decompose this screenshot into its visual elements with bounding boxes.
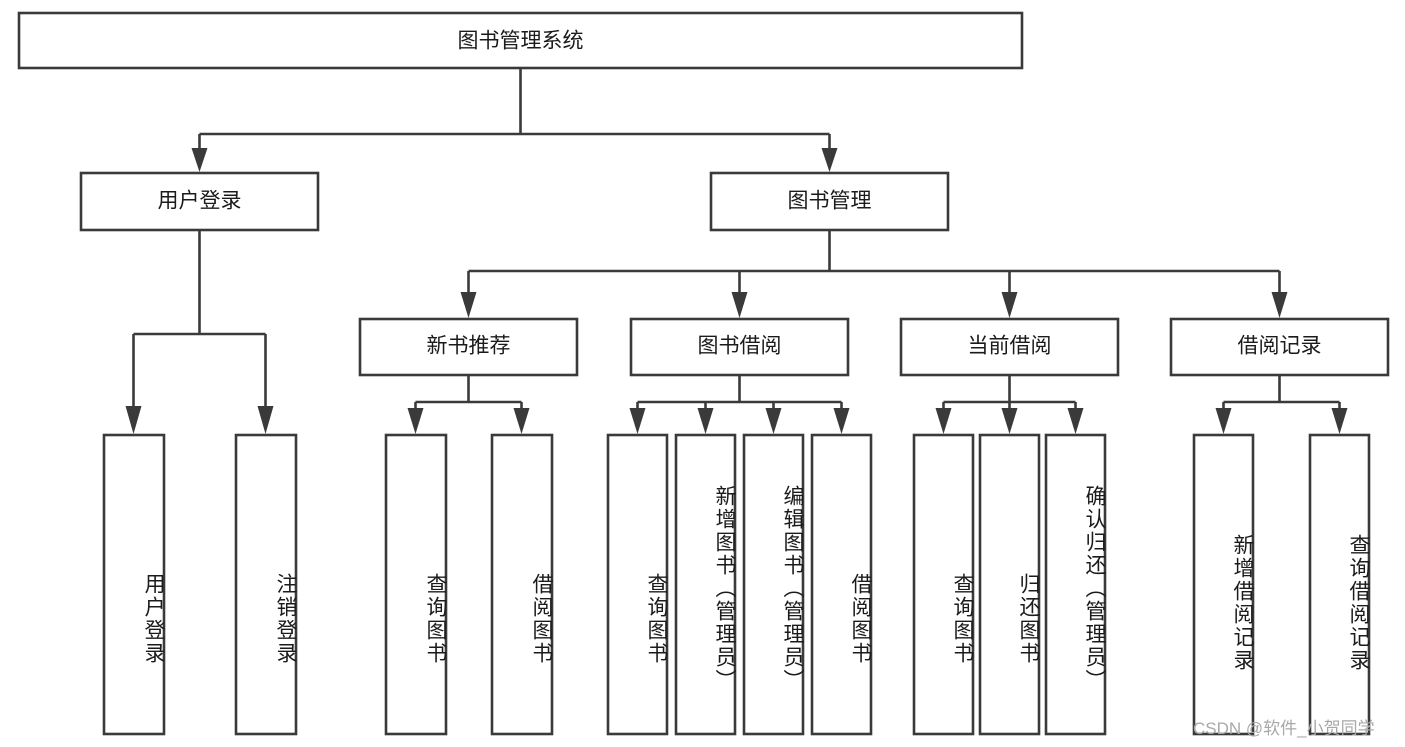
arrowhead-leaf-currentborrow-3 <box>1067 408 1084 434</box>
arrowhead-leaf-userlogin-2 <box>257 406 274 434</box>
node-borrow-record-label: 借阅记录 <box>1238 335 1322 358</box>
arrowhead-leaf-currentborrow-1 <box>935 408 952 434</box>
leaf-user-login-logout[interactable] <box>234 433 298 736</box>
arrowhead-borrow-record <box>1271 292 1288 318</box>
node-user-login[interactable] <box>79 171 320 232</box>
node-root-book-management-system[interactable] <box>17 11 1024 70</box>
leaf-user-login-login[interactable] <box>102 433 166 736</box>
leaf-borrow-record-add[interactable] <box>1192 433 1255 736</box>
arrowhead-leaf-bookborrow-4 <box>833 408 850 434</box>
arrowhead-leaf-newbook-1 <box>407 408 424 434</box>
arrowhead-leaf-bookborrow-1 <box>629 408 646 434</box>
node-root-label: 图书管理系统 <box>458 30 584 53</box>
leaf-current-borrow-confirm[interactable] <box>1044 433 1107 736</box>
leaf-book-borrow-edit[interactable] <box>742 433 805 736</box>
arrowhead-leaf-newbook-2 <box>513 408 530 434</box>
node-current-borrow[interactable] <box>899 317 1120 377</box>
leaf-borrow-record-query[interactable] <box>1308 433 1371 736</box>
node-user-login-label: 用户登录 <box>158 190 242 213</box>
node-new-book-recommend[interactable] <box>358 317 579 377</box>
connector-layer <box>125 68 1348 434</box>
node-book-management[interactable] <box>709 171 950 232</box>
arrowhead-book-borrow <box>731 292 748 318</box>
arrowhead-leaf-currentborrow-2 <box>1001 408 1018 434</box>
node-book-management-label: 图书管理 <box>788 190 872 213</box>
leaf-new-book-borrow[interactable] <box>490 433 554 736</box>
leaf-book-borrow-query[interactable] <box>606 433 669 736</box>
node-borrow-record[interactable] <box>1169 317 1390 377</box>
leaf-current-borrow-query[interactable] <box>912 433 975 736</box>
node-new-book-recommend-label: 新书推荐 <box>427 335 511 358</box>
node-current-borrow-label: 当前借阅 <box>968 335 1052 358</box>
arrowhead-leaf-borrowrecord-1 <box>1215 408 1232 434</box>
arrowhead-current-borrow <box>1001 292 1018 318</box>
arrowhead-leaf-borrowrecord-2 <box>1331 408 1348 434</box>
node-book-borrow-label: 图书借阅 <box>698 335 782 358</box>
arrowhead-leaf-userlogin-1 <box>125 406 142 434</box>
leaf-book-borrow-add[interactable] <box>674 433 737 736</box>
node-book-borrow[interactable] <box>629 317 850 377</box>
leaf-book-borrow-lend[interactable] <box>810 433 873 736</box>
arrowhead-book-mgmt <box>821 148 838 172</box>
node-layer: 图书管理系统 用户登录 图书管理 新书推荐 图书借阅 当前借阅 借阅记录 <box>17 11 1390 736</box>
arrowhead-new-book <box>460 292 477 318</box>
leaf-new-book-query[interactable] <box>384 433 448 736</box>
leaf-current-borrow-return[interactable] <box>978 433 1041 736</box>
arrowhead-leaf-bookborrow-2 <box>697 408 714 434</box>
arrowhead-user-login <box>191 148 208 172</box>
arrowhead-leaf-bookborrow-3 <box>765 408 782 434</box>
